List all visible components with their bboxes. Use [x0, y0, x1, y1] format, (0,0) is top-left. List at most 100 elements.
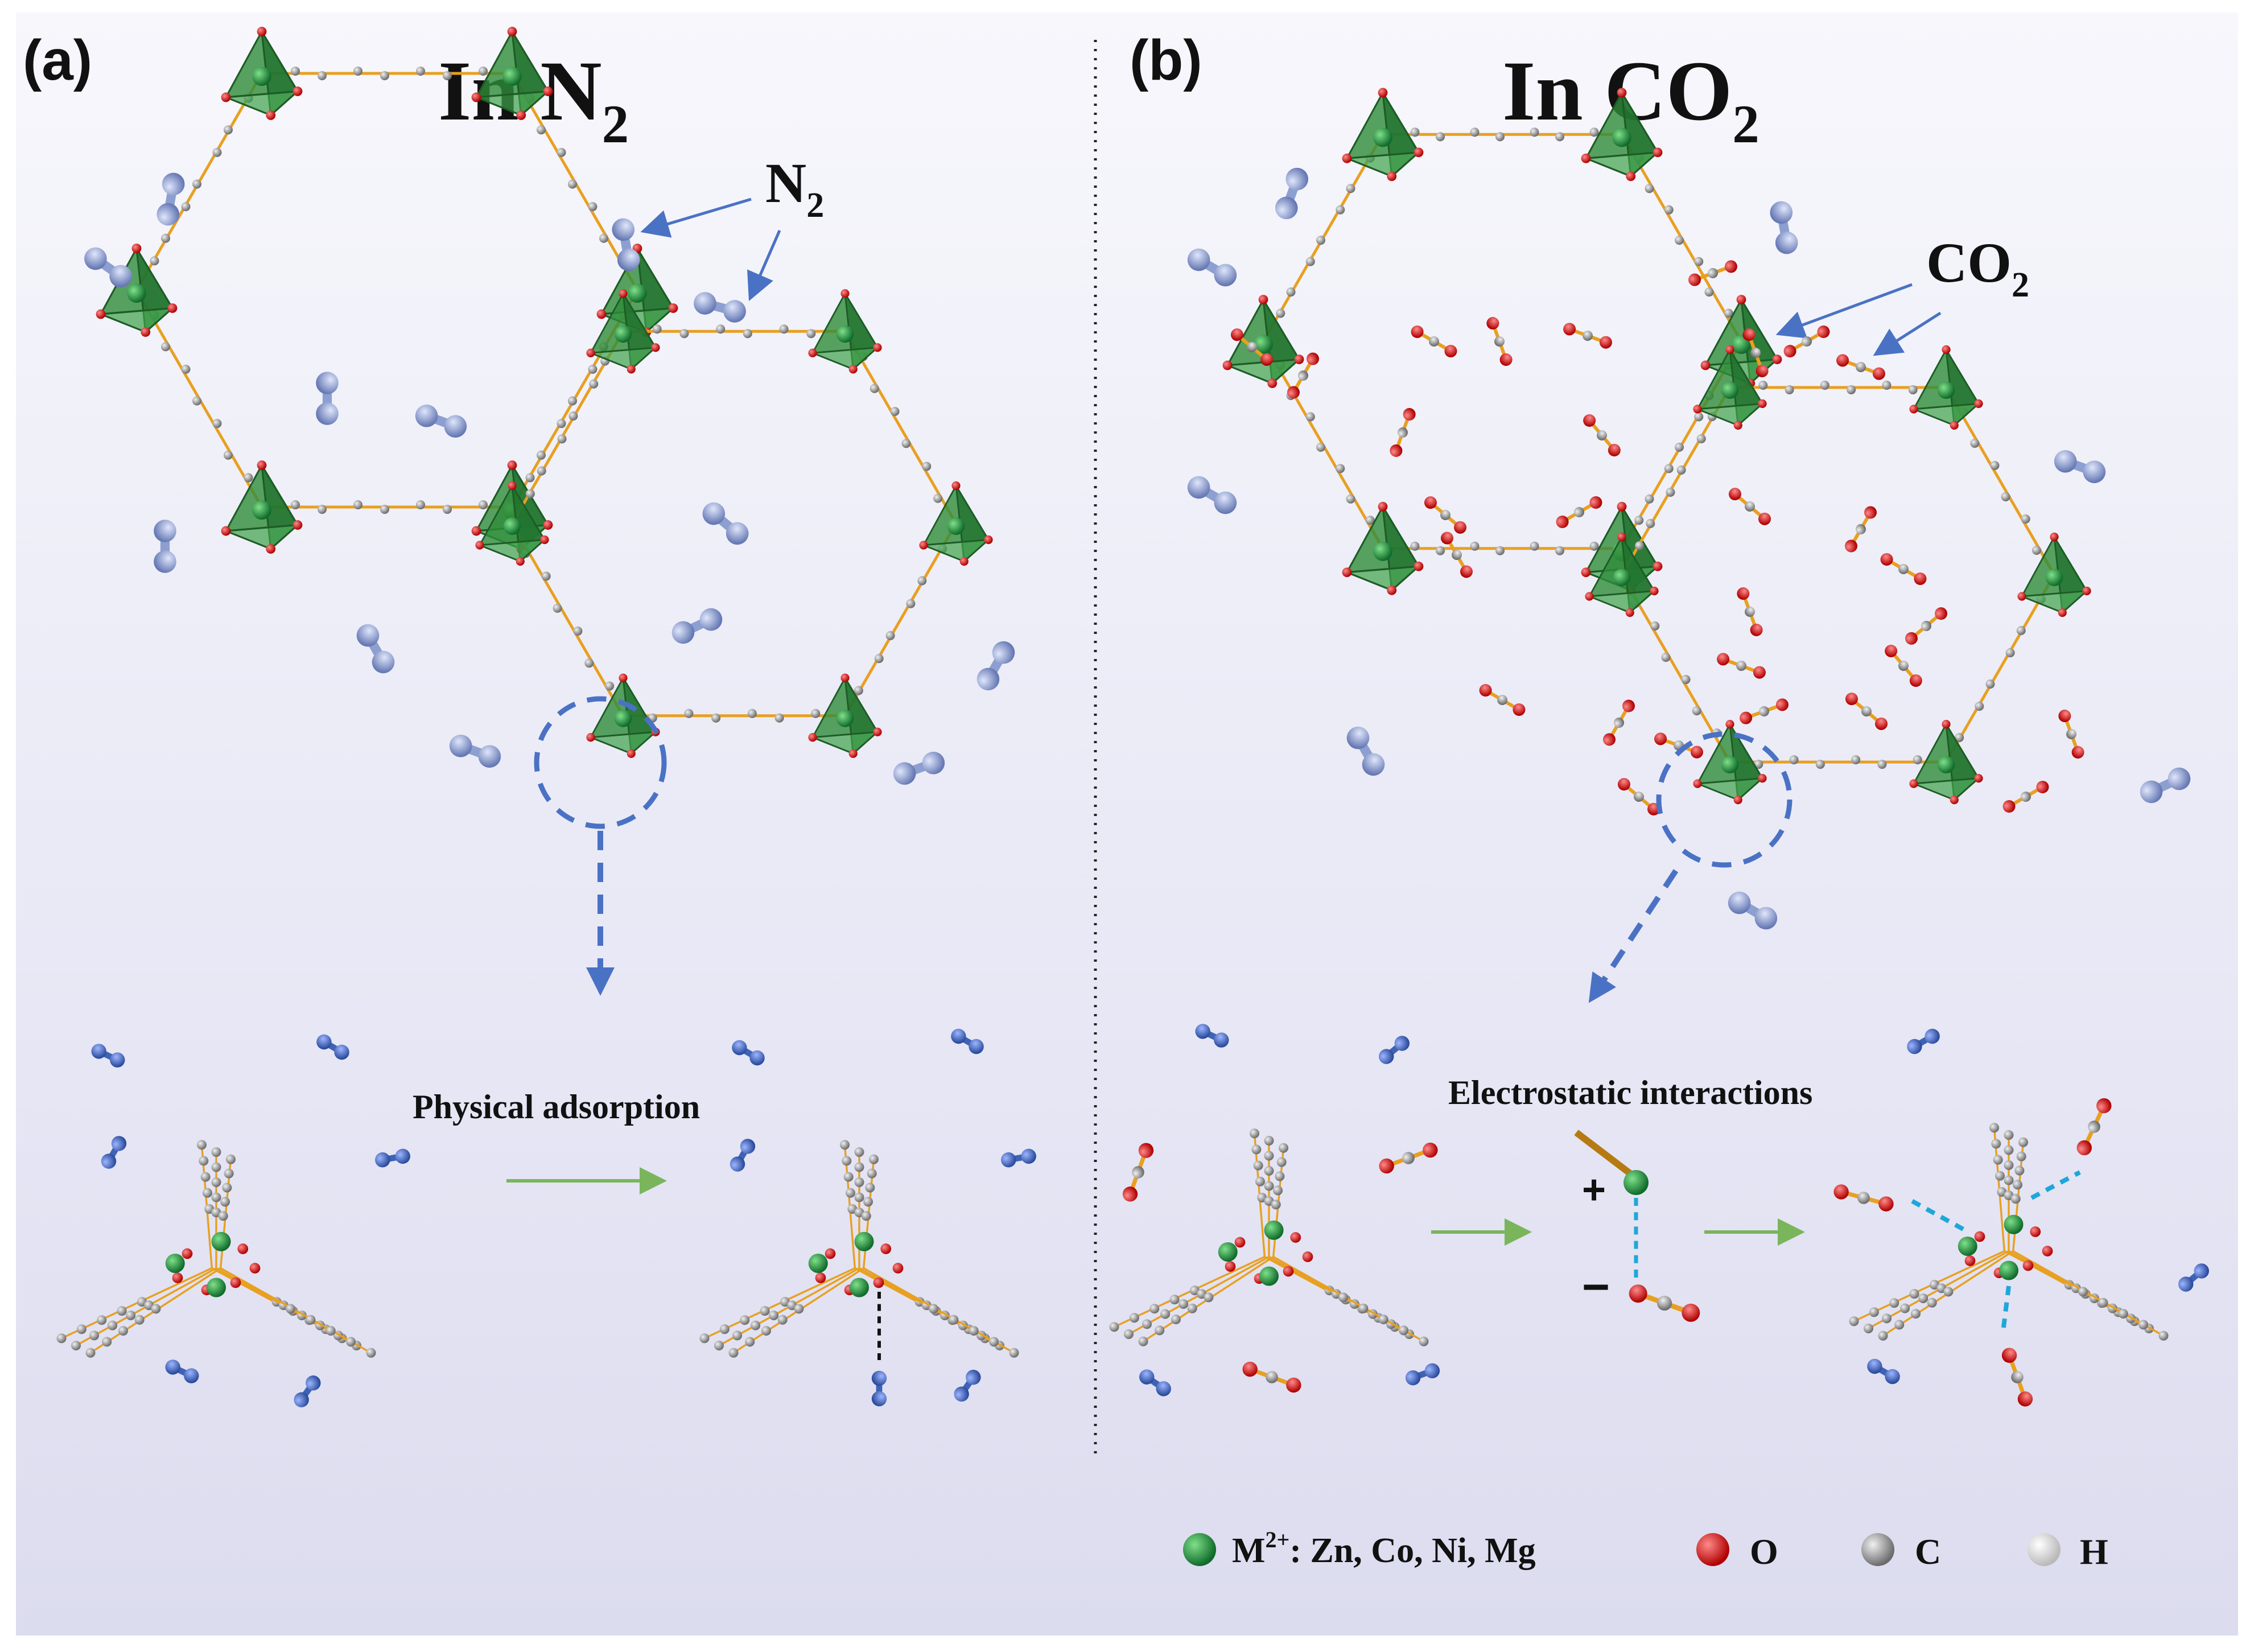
nitrogen-atom: [922, 751, 945, 774]
oxygen-atom: [230, 1277, 241, 1288]
carbon-atom: [1889, 1298, 1899, 1308]
co2-molecule: [1717, 653, 1766, 679]
oxygen-atom: [1414, 147, 1424, 158]
carbon-atom: [224, 450, 233, 460]
linker-bond: [1944, 386, 2056, 576]
carbon-atom: [711, 713, 721, 723]
metal-atom: [2045, 568, 2063, 586]
n2-molecule: [165, 1359, 199, 1383]
oxygen-atom: [1909, 779, 1918, 788]
co2-molecule: [1833, 1184, 1894, 1212]
oxygen-atom: [1700, 360, 1711, 370]
nitrogen-atom: [415, 404, 438, 427]
n2-molecule: [871, 1370, 887, 1407]
n2-molecule: [316, 372, 339, 425]
nitrogen-atom: [1187, 248, 1210, 271]
oxygen-atom: [1725, 719, 1734, 729]
nitrogen-atom: [154, 520, 176, 542]
carbon-atom: [743, 329, 752, 339]
carbon-atom: [568, 179, 577, 189]
tetrahedron-face: [1697, 777, 1765, 801]
carbon-atom: [1266, 1371, 1278, 1383]
carbon-atom: [1365, 516, 1375, 525]
metal-atom: [252, 500, 271, 520]
carbon-atom: [1869, 1307, 1879, 1317]
oxygen-atom: [471, 92, 481, 102]
carbon-atom: [1635, 541, 1645, 550]
oxygen-atom: [1387, 585, 1397, 595]
oxygen-atom: [1682, 1303, 1700, 1322]
oxygen-atom: [1626, 171, 1636, 182]
n2-molecule: [694, 292, 746, 323]
metal-atom: [947, 517, 965, 535]
linker-bond: [843, 522, 958, 716]
oxygen-atom: [1556, 516, 1569, 528]
carbon-atom: [1204, 1292, 1214, 1303]
oxygen-atom: [1122, 1187, 1138, 1202]
oxygen-atom: [1585, 592, 1594, 601]
metal-atom: [211, 1231, 231, 1251]
carbon-atom: [1759, 706, 1769, 716]
carbon-atom: [291, 500, 300, 510]
carbon-atom: [874, 654, 884, 664]
oxygen-atom: [2001, 1348, 2017, 1363]
oxygen-atom: [808, 348, 817, 357]
co2-molecule: [1441, 532, 1473, 578]
oxygen-atom: [1964, 1255, 1976, 1266]
carbon-atom: [2158, 1330, 2169, 1341]
nitrogen-atom: [617, 248, 640, 271]
n2-molecule: [316, 1034, 349, 1060]
metal-atom: [1623, 1170, 1649, 1195]
n2-molecule: [893, 751, 945, 785]
tetrahedron-face: [1589, 590, 1657, 614]
oxygen-atom: [1783, 345, 1796, 357]
carbon-atom: [380, 505, 389, 514]
carbon-atom: [346, 1337, 356, 1347]
oxygen-atom: [475, 541, 484, 550]
tetrahedron-face: [1346, 565, 1421, 592]
metal-tetrahedron: [586, 673, 660, 758]
cluster-bond: [1272, 1256, 1424, 1342]
n2-molecule: [1770, 201, 1798, 254]
nitrogen-atom: [1187, 476, 1210, 499]
oxygen-atom: [1307, 352, 1319, 365]
carbon-atom: [1815, 760, 1825, 769]
carbon-atom: [212, 147, 222, 157]
n2-molecule: [101, 1136, 127, 1169]
carbon-atom: [1785, 385, 1794, 394]
zoom-circle: [1656, 731, 1793, 868]
oxygen-atom: [1379, 1158, 1394, 1174]
oxygen-atom: [516, 557, 525, 566]
carbon-atom: [1336, 205, 1345, 215]
panel-b-label: (b): [1130, 28, 1202, 92]
cluster-bond: [1853, 1250, 2005, 1323]
metal-atom: [252, 67, 271, 86]
nitrogen-atom: [478, 745, 501, 768]
carbon-atom: [1913, 755, 1922, 765]
oxygen-atom: [2076, 1140, 2092, 1156]
oxygen-atom: [2030, 1226, 2041, 1237]
oxygen-atom: [1833, 1184, 1849, 1200]
cluster-bond: [61, 1267, 213, 1340]
carbon-atom: [211, 1162, 221, 1172]
oxygen-atom: [508, 481, 517, 491]
carbon-atom: [2088, 1120, 2100, 1133]
co2-molecule: [1688, 260, 1737, 286]
carbon-atom: [1975, 702, 1984, 711]
carbon-atom: [118, 1326, 128, 1336]
carbon-atom: [291, 66, 300, 76]
zoom-circle: [534, 696, 667, 829]
oxygen-atom: [1260, 353, 1274, 366]
legend-carbon-label: C: [1915, 1531, 1941, 1572]
co2-molecule: [1836, 354, 1885, 380]
metal-tetrahedron: [1342, 88, 1424, 182]
carbon-atom: [479, 66, 488, 76]
oxygen-atom: [1225, 1261, 1236, 1272]
oxygen-atom: [1617, 501, 1627, 512]
carbon-atom: [1129, 1313, 1139, 1323]
panel-b-gas-pointer-1: [1775, 283, 1913, 339]
oxygen-atom: [1758, 399, 1767, 409]
carbon-atom: [760, 1306, 770, 1316]
carbon-atom: [1253, 1160, 1263, 1171]
oxygen-atom: [1294, 355, 1304, 364]
